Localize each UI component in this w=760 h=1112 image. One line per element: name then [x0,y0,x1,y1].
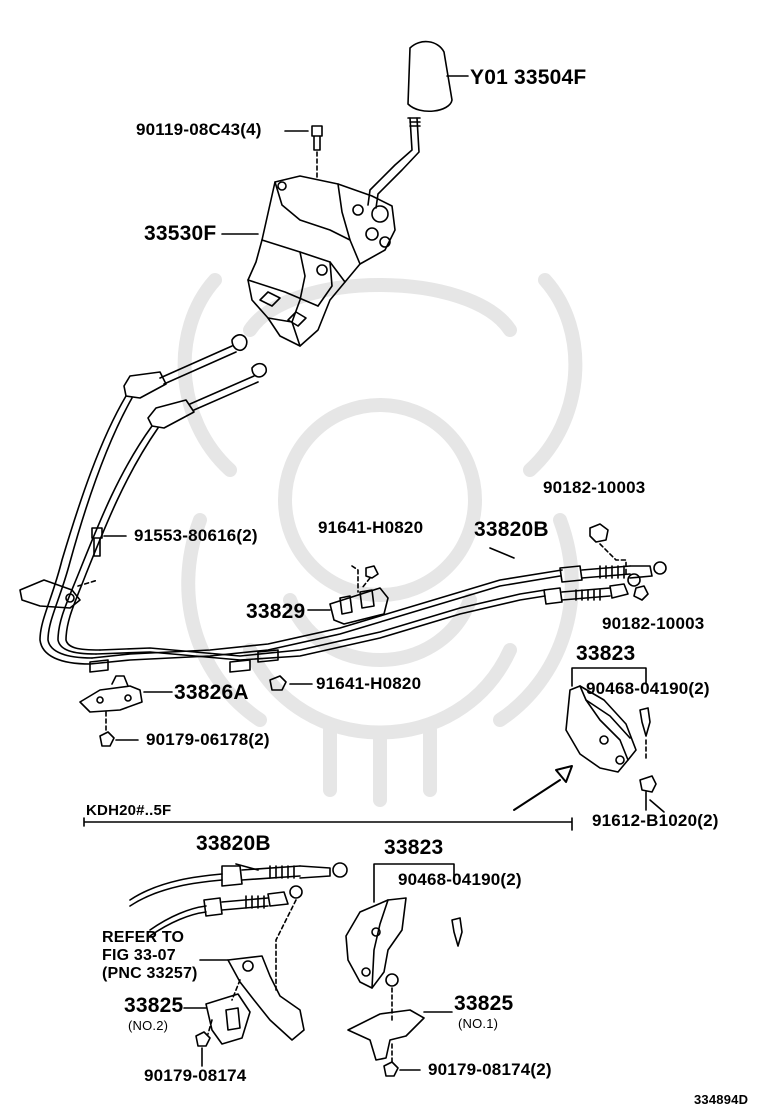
inset-label-bracket: 33823 [384,836,444,859]
nut-no2 [195,1031,211,1047]
label-clip-lower: 91641-H0820 [316,674,422,693]
inset-bracket [345,897,407,989]
inset-title: KDH20#..5F [86,802,172,819]
inset-label-no2: 33825 [124,994,184,1017]
label-shifter: 33530F [144,222,217,245]
inset-cables [129,862,348,991]
inset-label-nut-no1: 90179-08174(2) [428,1060,552,1079]
refer-bracket [227,955,305,1041]
refer-line-3: (PNC 33257) [102,965,198,982]
label-cable: 33820B [474,518,549,541]
shifter-assembly [247,175,396,347]
bolt-top [311,125,323,151]
refer-line-1: REFER TO [102,929,185,946]
shift-lever [367,117,420,209]
clip-right [639,707,651,737]
line-art [19,40,667,1077]
label-knob: Y01 33504F [470,66,587,89]
inset-label-cable: 33820B [196,832,271,855]
watermark-emblem [177,273,583,807]
shift-knob [407,40,453,112]
direction-arrow [513,765,573,811]
label-retainer: 33829 [246,600,306,623]
label-clip-upper: 91641-H0820 [318,518,424,537]
label-nut-left: 90179-06178(2) [146,730,270,749]
figure-id: 334894D [694,1092,749,1107]
inset-label-nut-no2: 90179-08174 [144,1066,247,1085]
inset-label-no1: 33825 [454,992,514,1015]
retainer-clip [329,565,389,625]
bolt-right [639,775,657,811]
refer-line-2: FIG 33-07 [102,947,176,964]
nut-right [633,585,649,601]
bracket-right [565,685,637,773]
bracket-left [79,675,143,713]
nut-upper [589,523,609,543]
inset-label-no2-sub: (NO.2) [128,1018,169,1033]
inset-clip [451,917,463,947]
label-bolt-top: 90119-08C43(4) [136,120,262,139]
inset-label-no1-sub: (NO.1) [458,1016,499,1031]
bracket-no1 [347,1009,425,1061]
label-clip-right: 90468-04190(2) [586,679,710,698]
label-bolt-left: 91553-80616(2) [134,526,258,545]
bolt-left [91,527,103,557]
inset-label-clip: 90468-04190(2) [398,870,522,889]
label-bracket-left: 33826A [174,681,249,704]
cable-lower-run [89,569,563,665]
grommet-plate [19,579,81,609]
label-bracket-right: 33823 [576,642,636,665]
clip-lower [269,675,287,691]
cable-left-run [39,395,159,665]
label-bolt-right: 91612-B1020(2) [592,811,719,830]
inset-frame [83,817,573,831]
label-nut-upper: 90182-10003 [543,478,646,497]
bracket-no2 [205,993,251,1045]
cable-right-ends [543,561,667,605]
label-nut-right: 90182-10003 [602,614,705,633]
nut-no1 [383,1061,399,1077]
nut-left [99,731,115,747]
